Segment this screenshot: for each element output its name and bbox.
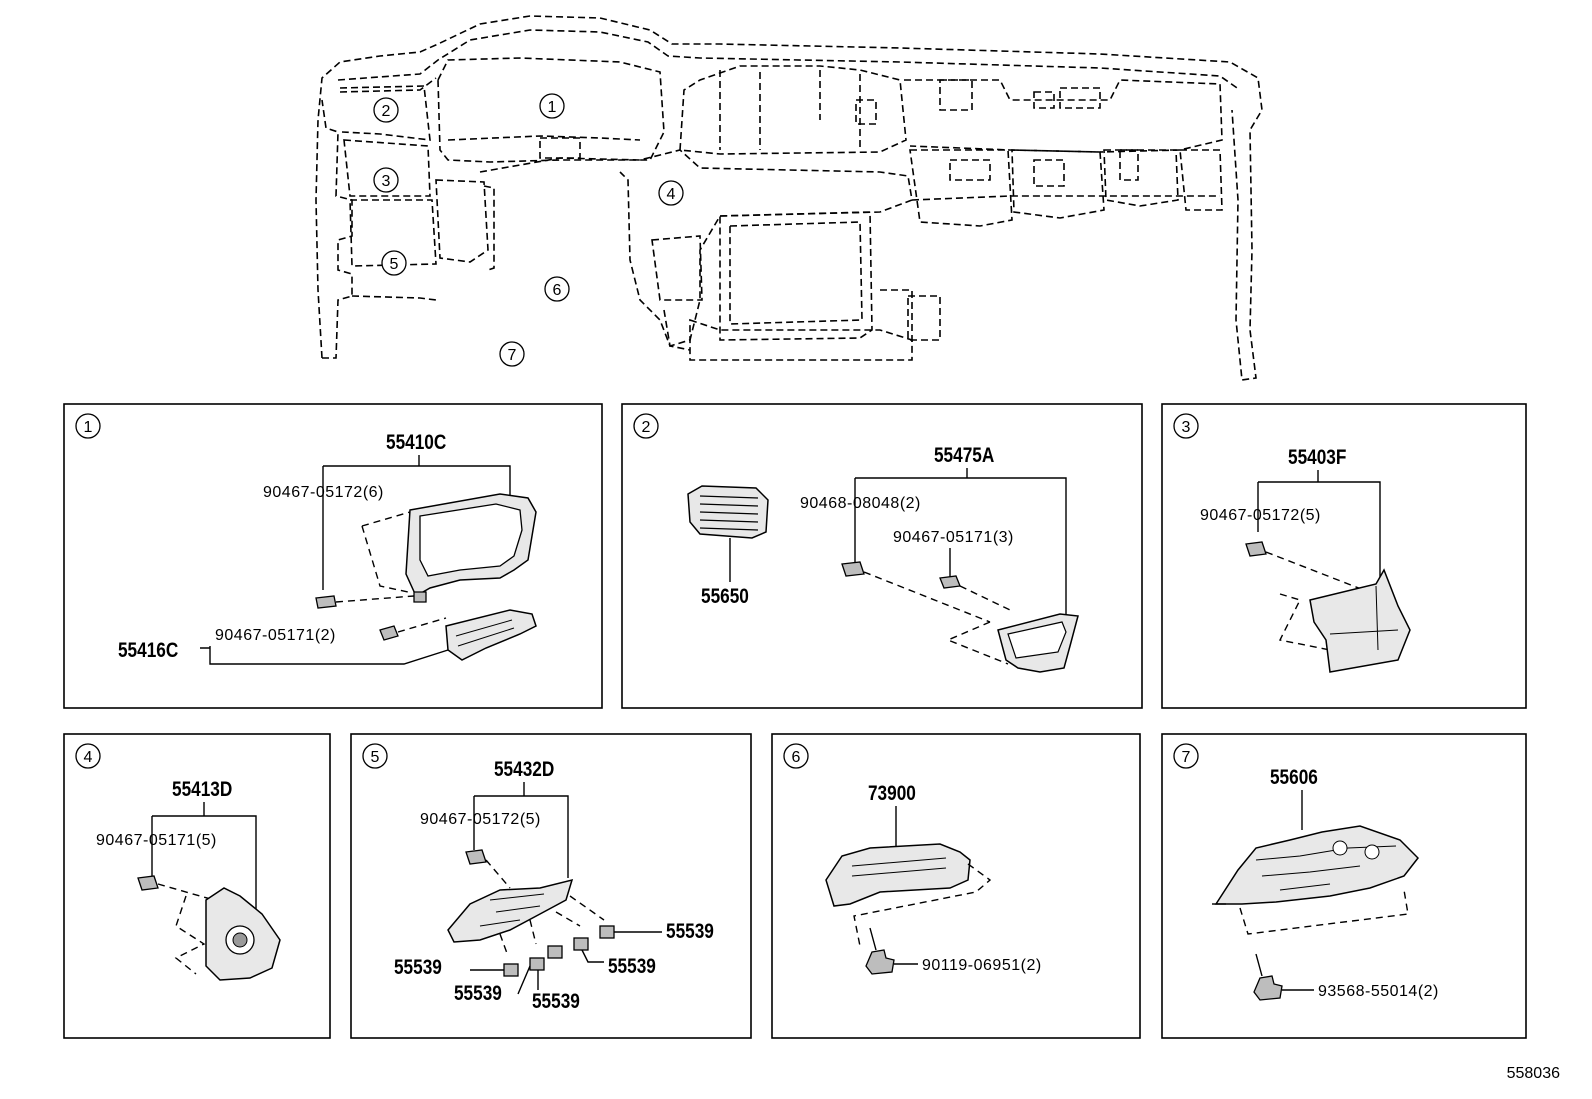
- panel-7-frame: [1161, 733, 1527, 1039]
- vent-clip-b: [573, 937, 589, 951]
- panel-5-frame: [350, 733, 752, 1039]
- part-label-55606: 55606: [1270, 767, 1318, 790]
- clip-part-a: [315, 595, 337, 609]
- clip-part-g: [465, 849, 487, 865]
- part-label-90467-05172-5-b: 90467-05172(5): [420, 811, 541, 828]
- overview-marker-3: 3: [373, 167, 399, 193]
- vent-clip-e: [503, 963, 519, 977]
- overview-markers: 1 2 3 4 5 6 7: [373, 93, 684, 367]
- part-label-55410C: 55410C: [386, 432, 446, 455]
- part-label-90467-05171-5: 90467-05171(5): [96, 832, 217, 849]
- panel-1-index: 1: [84, 419, 93, 436]
- panel-1-frame: [63, 403, 603, 709]
- part-label-55475A: 55475A: [934, 445, 994, 468]
- diagram-code: 558036: [1507, 1065, 1560, 1082]
- panel-6-index: 6: [792, 749, 801, 766]
- part-label-90119-06951-2: 90119-06951(2): [922, 957, 1042, 974]
- overview-marker-1: 1: [539, 93, 565, 119]
- panel-6-frame: [771, 733, 1141, 1039]
- part-label-90467-05171-2: 90467-05171(2): [215, 627, 336, 644]
- bolt-part-a: [865, 949, 895, 975]
- overview-marker-2-label: 2: [382, 103, 391, 120]
- panel-3: 3 55403F 90467-05172(5): [1161, 403, 1527, 709]
- clip-part-f: [137, 875, 159, 891]
- part-label-55539-e: 55539: [394, 957, 442, 980]
- part-label-55539-d: 55539: [454, 983, 502, 1006]
- lower-instrument-panel-part: [447, 878, 574, 943]
- panel-5: 5 55432D 90467-05172(5) 55539 55539 5553…: [350, 733, 752, 1039]
- overview-marker-6-label: 6: [553, 282, 562, 299]
- part-label-93568-55014-2: 93568-55014(2): [1318, 983, 1439, 1000]
- panel-5-index: 5: [371, 749, 380, 766]
- part-label-73900: 73900: [868, 783, 916, 806]
- part-label-55539-a: 55539: [666, 921, 714, 944]
- overview-marker-7: 7: [499, 341, 525, 367]
- part-label-90467-05171-3: 90467-05171(3): [893, 529, 1014, 546]
- clip-part-c: [841, 561, 865, 577]
- panel-2-index: 2: [642, 419, 651, 436]
- bolt-part-b: [1253, 975, 1283, 1001]
- vent-clip-a: [599, 925, 615, 939]
- panel-7: 7 55606 93568-55014(2): [1161, 733, 1527, 1039]
- panel-7-index: 7: [1182, 749, 1191, 766]
- panel-3-index: 3: [1182, 419, 1191, 436]
- part-label-90467-05172-5: 90467-05172(5): [1200, 507, 1321, 524]
- overview-marker-7-label: 7: [508, 347, 517, 364]
- panel-4: 4 55413D 90467-05171(5): [63, 733, 331, 1039]
- knee-airbag-part: [825, 843, 971, 907]
- part-label-55432D: 55432D: [494, 759, 554, 782]
- part-label-55416C: 55416C: [118, 640, 178, 663]
- overview-marker-2: 2: [373, 97, 399, 123]
- overview-marker-1-label: 1: [548, 99, 557, 116]
- clip-part-b: [379, 625, 399, 641]
- part-label-90468-08048-2: 90468-08048(2): [800, 495, 921, 512]
- panel-1: 1 55410C 90467-05172(6) 90467-05171(2) 5…: [63, 403, 603, 709]
- panel-2-frame: [621, 403, 1143, 709]
- clip-part-e: [1245, 541, 1267, 557]
- panel-4-frame: [63, 733, 331, 1039]
- part-label-55539-b: 55539: [608, 956, 656, 979]
- overview-marker-4-label: 4: [667, 186, 676, 203]
- panel-2: 2 55650 55475A 90468-08048(2) 90467-0517…: [621, 403, 1143, 709]
- part-label-55413D: 55413D: [172, 779, 232, 802]
- overview-marker-3-label: 3: [382, 173, 391, 190]
- air-vent-part: [687, 485, 769, 539]
- part-label-55403F: 55403F: [1288, 447, 1347, 470]
- clip-part-d: [939, 575, 961, 589]
- side-trim-part: [1309, 568, 1411, 673]
- panel-3-frame: [1161, 403, 1527, 709]
- under-cover-part: [1214, 825, 1419, 905]
- overview-marker-5: 5: [381, 250, 407, 276]
- part-label-55539-c: 55539: [532, 991, 580, 1014]
- overview-marker-4: 4: [658, 180, 684, 206]
- overview-marker-5-label: 5: [390, 256, 399, 273]
- vent-clip-d: [529, 957, 545, 971]
- part-label-55650: 55650: [701, 586, 749, 609]
- panel-6: 6 73900 90119-06951(2): [771, 733, 1141, 1039]
- dashboard-overview: [315, 15, 1263, 381]
- panel-4-index: 4: [84, 749, 93, 766]
- vent-clip-c: [547, 945, 563, 959]
- part-label-90467-05172-6: 90467-05172(6): [263, 484, 384, 501]
- overview-marker-6: 6: [544, 276, 570, 302]
